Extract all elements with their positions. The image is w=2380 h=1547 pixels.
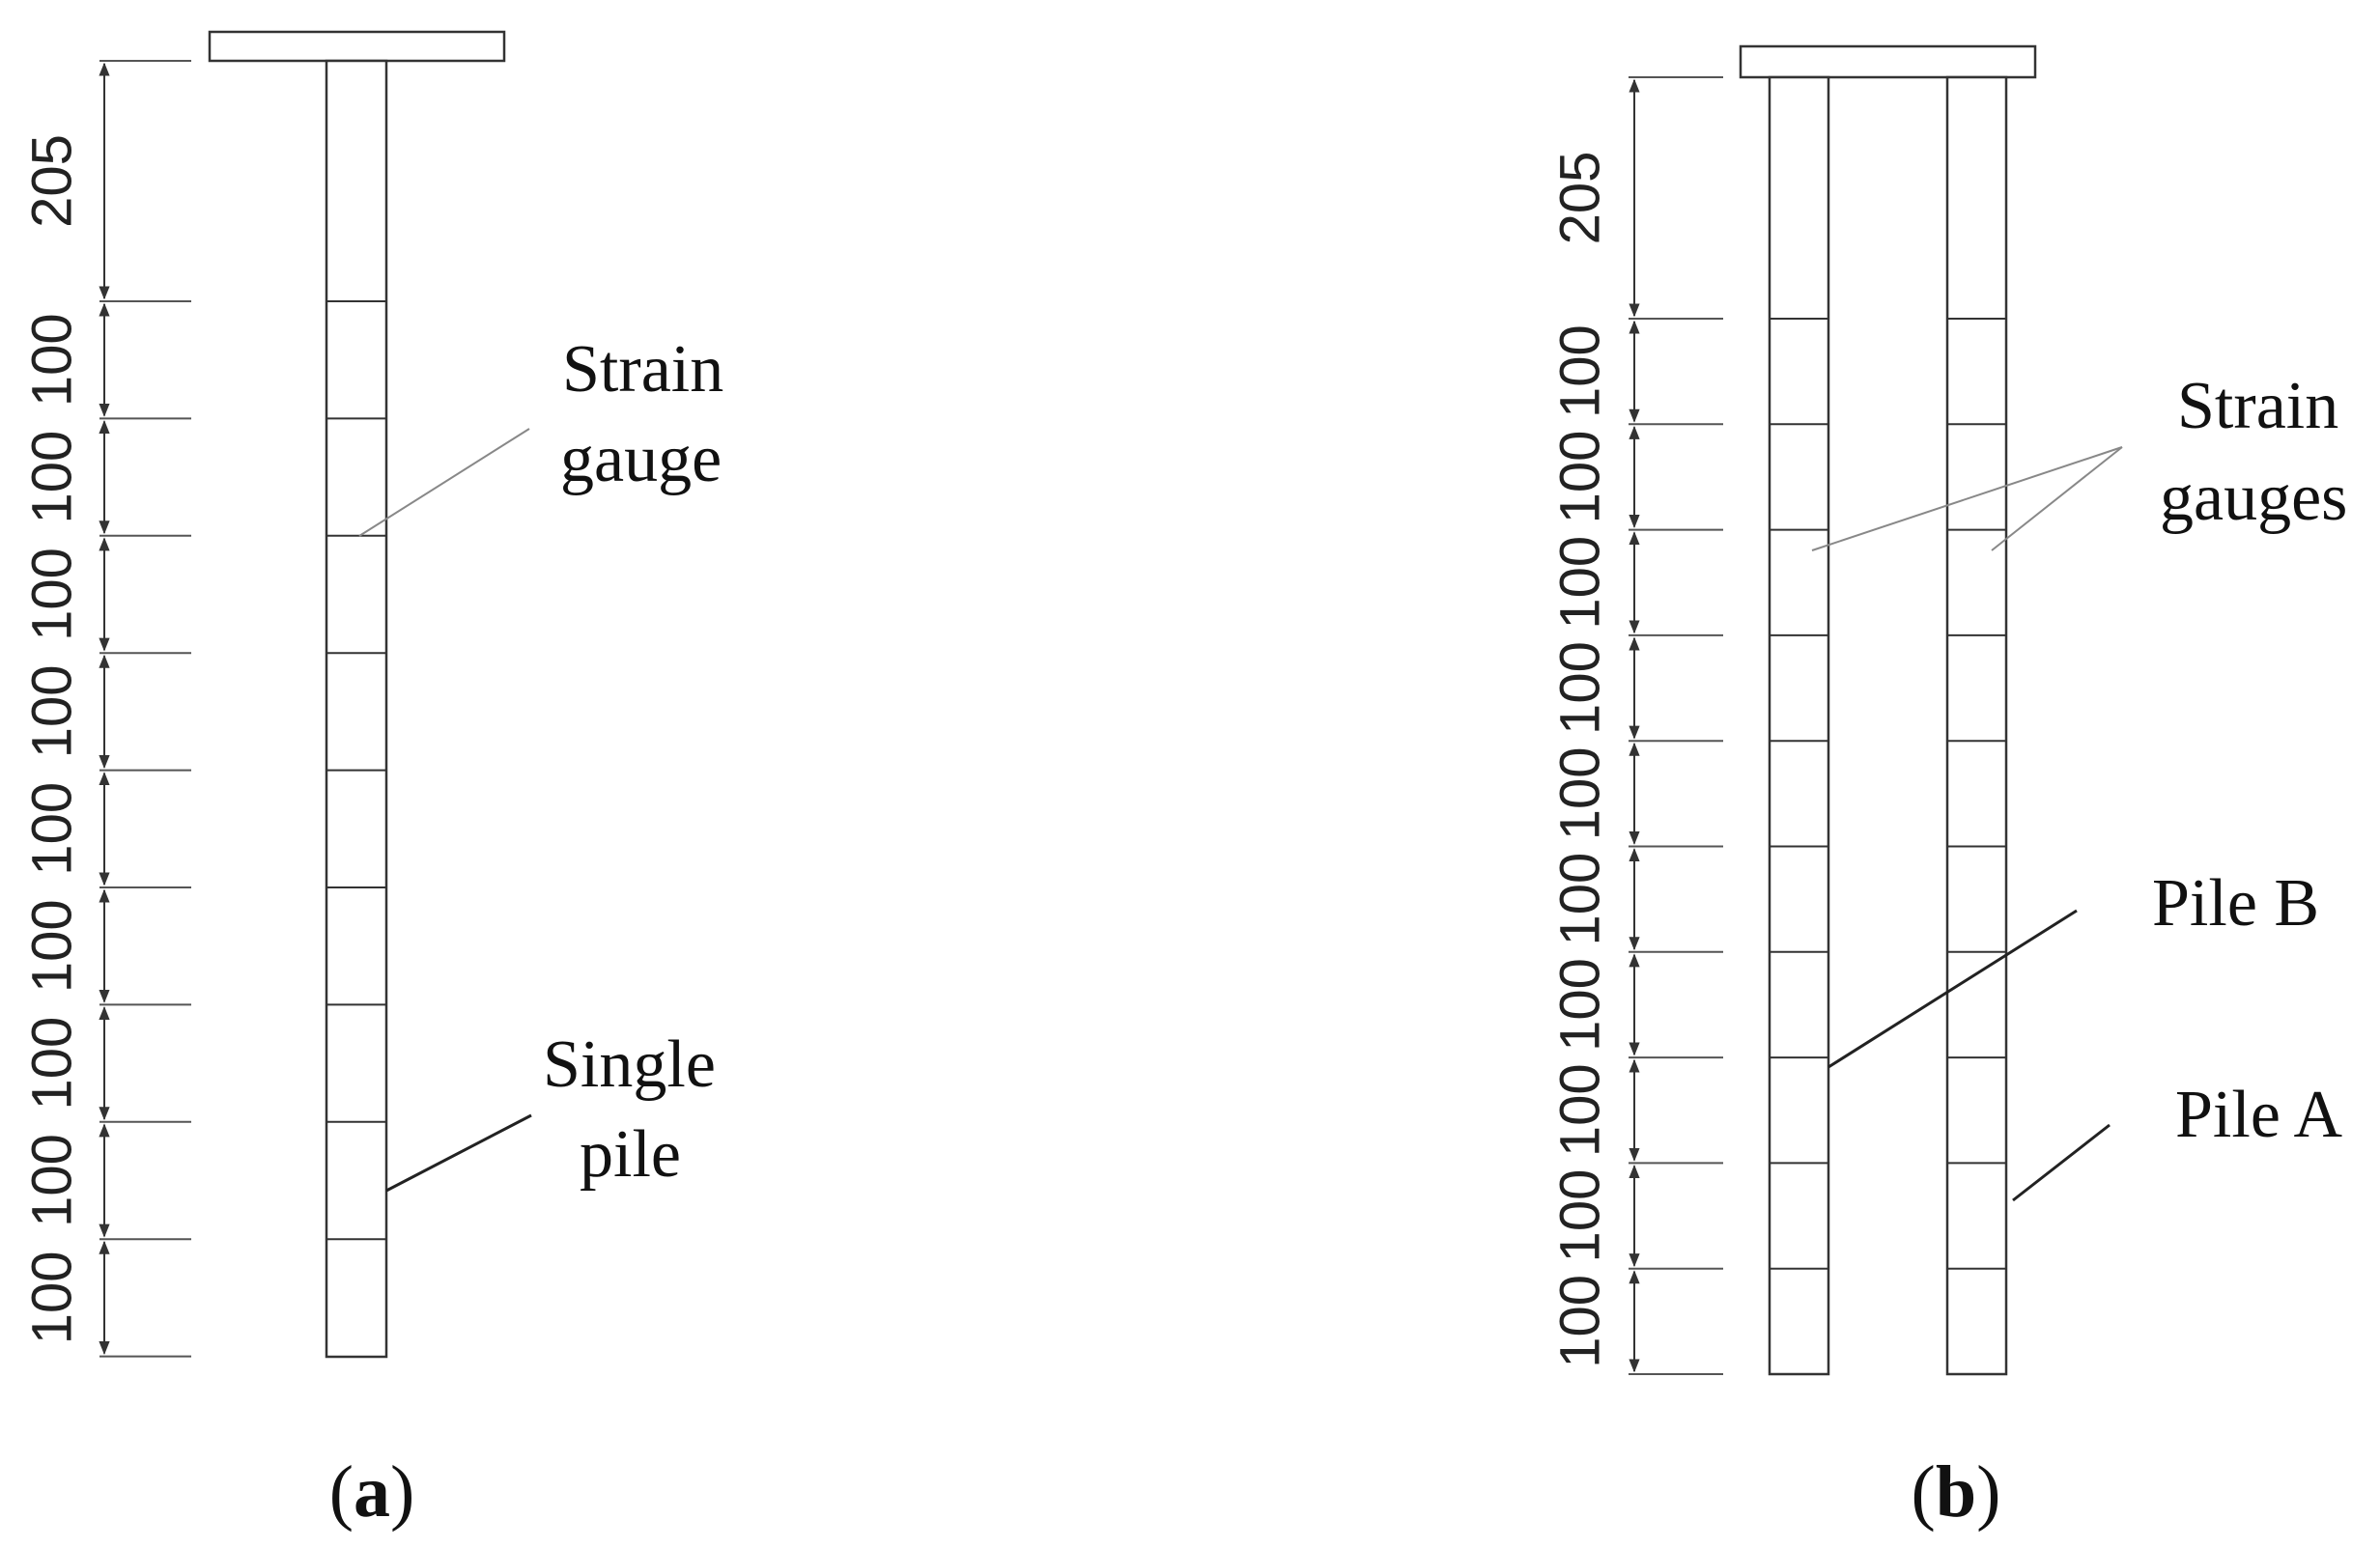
dimension-chain-b: 205 100 100 100 100 100 100 100 100 100 100 bbox=[1549, 76, 1723, 1375]
single-pile-label-line2: pile bbox=[580, 1117, 681, 1192]
dimension-value: 100 bbox=[1549, 641, 1612, 735]
pile-a bbox=[1945, 75, 2008, 1376]
pile-b bbox=[1768, 75, 1830, 1376]
dimension-value: 205 bbox=[21, 134, 84, 228]
dimension-value: 100 bbox=[21, 431, 84, 524]
dimension-value: 100 bbox=[1549, 1169, 1612, 1263]
pile-b-leader bbox=[1828, 909, 2078, 1069]
strain-gauge-leader bbox=[358, 428, 530, 537]
panel-b: 205 100 100 100 100 100 100 100 100 100 100 Strain… bbox=[1549, 44, 2347, 1533]
panel-a: 205 100 100 100 100 100 100 100 100 100 Strain ga… bbox=[21, 30, 723, 1533]
pile-a-leader bbox=[2012, 1123, 2111, 1202]
dimension-value: 100 bbox=[1549, 536, 1612, 630]
dimension-value: 100 bbox=[21, 313, 84, 407]
dimension-value: 100 bbox=[21, 1017, 84, 1111]
pile-a-label: Pile A bbox=[2175, 1078, 2343, 1152]
dimension-value: 100 bbox=[21, 1252, 84, 1345]
strain-gauge-label-line1: Strain bbox=[562, 332, 723, 407]
caption-b: (b) bbox=[1912, 1451, 2001, 1533]
dimension-value: 205 bbox=[1549, 152, 1612, 245]
pile-segments-b bbox=[1770, 318, 2006, 1270]
dimension-value: 100 bbox=[1549, 431, 1612, 524]
pile-cap-b bbox=[1739, 44, 2037, 79]
dimension-value: 100 bbox=[1549, 853, 1612, 946]
strain-gauge-label-line2: gauge bbox=[560, 422, 722, 496]
dimension-value: 100 bbox=[21, 548, 84, 641]
dimension-chain-a: 205 100 100 100 100 100 100 100 100 100 bbox=[21, 60, 191, 1358]
dimension-value: 100 bbox=[1549, 1063, 1612, 1157]
dimension-value: 100 bbox=[1549, 1275, 1612, 1368]
single-pile-leader bbox=[385, 1113, 532, 1193]
strain-gauges-leader-pile-a bbox=[1991, 446, 2123, 551]
pile-b-label: Pile B bbox=[2152, 866, 2319, 941]
single-pile-label-line1: Single bbox=[543, 1027, 716, 1102]
dimension-value: 100 bbox=[21, 665, 84, 759]
dimension-value: 100 bbox=[1549, 746, 1612, 840]
strain-gauges-label-line1: Strain bbox=[2177, 369, 2338, 443]
strain-gauges-label-line2: gauges bbox=[2160, 461, 2347, 535]
pile-cap-a bbox=[208, 30, 506, 63]
strain-gauges-leader-pile-b bbox=[1811, 446, 2123, 551]
dimension-value: 100 bbox=[21, 1134, 84, 1227]
dimension-value: 100 bbox=[21, 782, 84, 876]
caption-a: (a) bbox=[329, 1451, 415, 1533]
dimension-value: 100 bbox=[21, 899, 84, 993]
single-pile bbox=[325, 59, 388, 1359]
dimension-value: 100 bbox=[1549, 324, 1612, 418]
pile-segments-a bbox=[326, 300, 386, 1241]
dimension-value: 100 bbox=[1549, 958, 1612, 1052]
